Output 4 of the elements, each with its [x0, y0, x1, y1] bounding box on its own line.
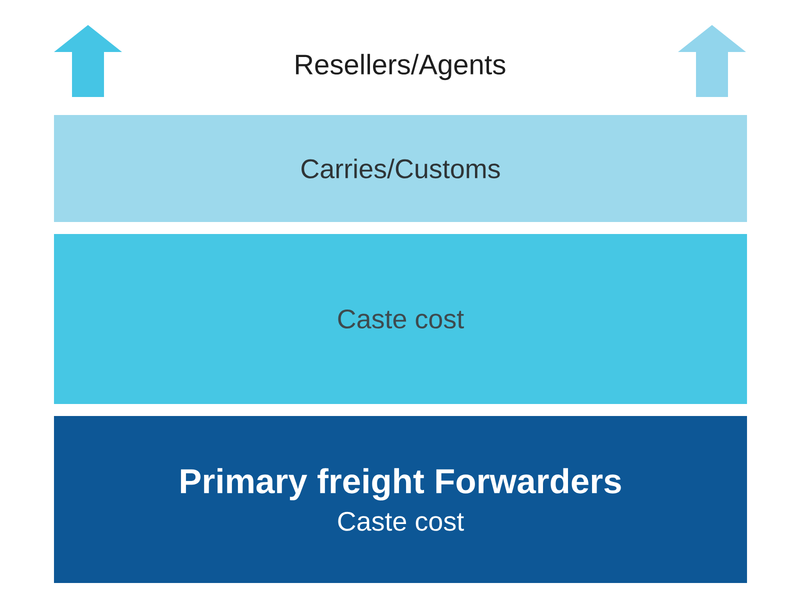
- tier-band: Caste cost: [54, 234, 748, 404]
- tier-label: Resellers/Agents: [296, 54, 506, 80]
- tier-band: Carries/Customs: [54, 115, 748, 222]
- tier-band: Primary freight Forwarders Caste cost: [54, 416, 748, 583]
